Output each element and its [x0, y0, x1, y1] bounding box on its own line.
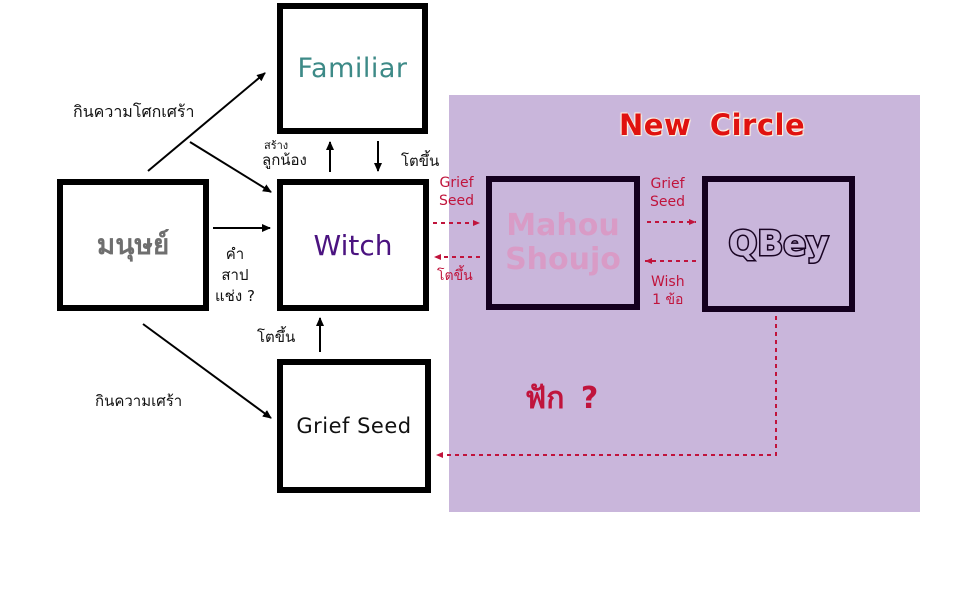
label-mahou-to-witch: โตขึ้น: [437, 268, 473, 284]
edge-human-to-grief-seed: [142, 323, 272, 419]
label-create-minion-line1: สร้าง: [264, 139, 289, 152]
label-qbey-to-mahou: Wish 1 ข้อ: [651, 274, 685, 309]
label-mahou-to-qbey: Grief Seed: [650, 176, 685, 211]
edge-human-to-witch-diagonal: [189, 141, 272, 193]
node-witch[interactable]: Witch: [277, 179, 429, 311]
label-curse-line3: แช่ง ?: [215, 287, 255, 305]
new-circle-title: New Circle: [619, 108, 806, 142]
edge-qbey-to-grief-seed: [436, 316, 777, 458]
new-circle-region: [449, 95, 920, 512]
label-eat-sadness: กินความเศร้า: [95, 392, 183, 410]
label-mahou-to-qbey-line1: Grief: [650, 176, 685, 192]
node-grief-seed[interactable]: Grief Seed: [277, 359, 431, 493]
node-witch-label: Witch: [313, 228, 393, 262]
label-qbey-to-mahou-line1: Wish: [651, 274, 685, 290]
node-mahou-shoujo-label: Mahou Shoujo: [505, 207, 621, 278]
label-curse-line1: คำ: [225, 245, 245, 263]
label-witch-to-mahou-line1: Grief: [439, 175, 474, 191]
label-hatch: ฟัก ?: [525, 381, 599, 416]
label-qbey-to-mahou-line2: 1 ข้อ: [652, 291, 684, 308]
node-qbey[interactable]: QBey: [702, 176, 855, 312]
label-witch-to-mahou: Grief Seed: [439, 175, 474, 210]
node-mahou-line2: Shoujo: [505, 242, 621, 277]
node-grief-seed-label: Grief Seed: [296, 414, 412, 438]
label-curse: คำ สาป แช่ง ?: [215, 244, 255, 307]
node-qbey-label: QBey: [727, 223, 830, 266]
node-familiar[interactable]: Familiar: [277, 3, 428, 134]
label-create-minion-line2: ลูกน้อง: [262, 151, 307, 169]
node-human[interactable]: มนุษย์: [57, 179, 209, 311]
edge-human-to-familiar: [147, 72, 266, 172]
label-eat-grief: กินความโศกเศร้า: [73, 102, 195, 121]
node-familiar-label: Familiar: [297, 53, 408, 84]
node-mahou-line1: Mahou: [506, 207, 620, 243]
node-mahou-shoujo[interactable]: Mahou Shoujo: [486, 176, 640, 310]
label-curse-line2: สาป: [221, 266, 249, 284]
label-familiar-grow: โตขึ้น: [401, 152, 440, 170]
label-mahou-to-qbey-line2: Seed: [650, 193, 685, 210]
node-human-label: มนุษย์: [96, 228, 170, 261]
label-witch-to-mahou-line2: Seed: [439, 192, 474, 209]
label-seed-grow: โตขึ้น: [257, 328, 296, 346]
